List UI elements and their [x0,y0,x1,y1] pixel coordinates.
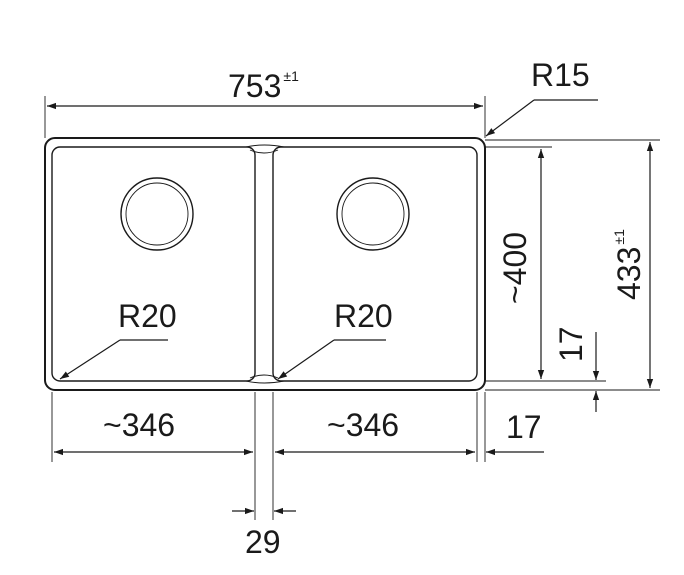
right-bowl-width-label: ~346 [327,407,399,443]
divider-width-label: 29 [245,524,281,560]
bottom-margin-label: 17 [553,326,589,362]
overall-width-label: 753±1 [228,68,299,104]
sink-outer-outline [44,137,486,391]
left-bowl-outline [51,146,256,382]
overall-depth-label: 433±1 [611,229,647,300]
right-bowl-radius-leader [277,339,335,380]
right-drain-icon [336,177,410,251]
divider-bottom-cap [245,374,285,384]
right-bowl-radius-label: R20 [334,298,393,334]
left-bowl-radius-label: R20 [118,298,177,334]
side-margin-label: 17 [506,409,542,445]
left-drain-icon [120,177,194,251]
outer-radius-label: R15 [531,57,590,93]
left-bowl-width-label: ~346 [103,407,175,443]
outer-radius-leader [485,99,535,137]
right-bowl-outline [272,146,478,382]
left-bowl-radius-leader [59,339,121,380]
divider-top-cap [245,144,285,154]
inner-depth-label: ~400 [497,232,533,304]
